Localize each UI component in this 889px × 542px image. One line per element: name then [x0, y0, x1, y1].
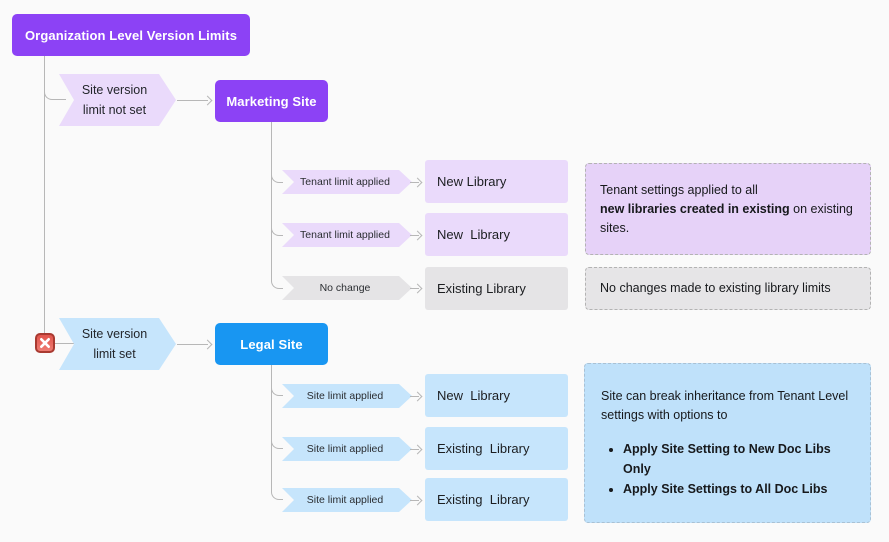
library-node-existing[interactable]: Existing Library	[425, 267, 568, 310]
org-version-limits-node[interactable]: Organization Level Version Limits	[12, 14, 250, 56]
arrowhead-icon	[202, 95, 213, 106]
connector-elbow	[271, 170, 283, 183]
note-line: Tenant settings applied to all	[600, 182, 758, 197]
connector-stub	[55, 343, 81, 344]
note-text: Tenant settings applied to all new libra…	[600, 181, 856, 238]
arrowhead-icon	[202, 339, 213, 350]
connector-elbow	[271, 383, 283, 396]
arrowhead-icon	[412, 283, 423, 294]
arrowhead-icon	[412, 177, 423, 188]
connector-elbow	[271, 487, 283, 500]
connector-row	[410, 182, 419, 183]
tag-chevron-site-limit-3[interactable]: Site limit applied	[282, 488, 412, 512]
arrowhead-icon	[412, 391, 423, 402]
condition-line: Site version	[81, 327, 148, 341]
arrowhead-icon	[412, 230, 423, 241]
connector-legal-trunk	[271, 365, 272, 491]
tag-chevron-tenant-limit-1[interactable]: Tenant limit applied	[282, 170, 412, 194]
connector-to-legal	[177, 344, 208, 345]
arrowhead-icon	[412, 495, 423, 506]
note-bullet: Apply Site Settings to All Doc Libs	[623, 479, 854, 499]
library-node-site-new[interactable]: New Library	[425, 374, 568, 417]
tag-chevron-tenant-limit-2[interactable]: Tenant limit applied	[282, 223, 412, 247]
connector-row	[410, 500, 419, 501]
condition-chevron-tenant[interactable]: Site version limit not set	[59, 74, 176, 126]
note-card-no-change[interactable]: No changes made to existing library limi…	[585, 267, 871, 310]
marketing-site-node[interactable]: Marketing Site	[215, 80, 328, 122]
connector-row	[410, 396, 419, 397]
condition-line: limit not set	[82, 103, 147, 117]
legal-site-node[interactable]: Legal Site	[215, 323, 328, 365]
library-node-new-1[interactable]: New Library	[425, 160, 568, 203]
tag-chevron-site-limit-2[interactable]: Site limit applied	[282, 437, 412, 461]
connector-elbow	[271, 223, 283, 236]
note-bold-text: new libraries created in existing	[600, 201, 790, 216]
connector-elbow-tenant	[44, 85, 66, 100]
condition-chevron-site[interactable]: Site version limit set	[59, 318, 176, 370]
note-text: No changes made to existing library limi…	[600, 281, 831, 295]
connector-trunk	[44, 56, 45, 334]
connector-elbow	[271, 276, 283, 289]
arrowhead-icon	[412, 444, 423, 455]
connector-elbow	[271, 436, 283, 449]
connector-row	[410, 288, 419, 289]
cross-mark-icon	[35, 333, 55, 353]
tag-chevron-site-limit-1[interactable]: Site limit applied	[282, 384, 412, 408]
library-node-site-existing-1[interactable]: Existing Library	[425, 427, 568, 470]
note-bullet: Apply Site Setting to New Doc Libs Only	[623, 439, 854, 479]
note-card-site-inheritance[interactable]: Site can break inheritance from Tenant L…	[584, 363, 871, 523]
note-text: Site can break inheritance from Tenant L…	[601, 389, 849, 422]
note-line: on existing sites.	[600, 201, 853, 235]
note-card-tenant-settings[interactable]: Tenant settings applied to all new libra…	[585, 163, 871, 255]
connector-row	[410, 235, 419, 236]
note-bullet-list: Apply Site Setting to New Doc Libs Only …	[601, 439, 854, 499]
connector-marketing-trunk	[271, 122, 272, 280]
connector-row	[410, 449, 419, 450]
condition-line: Site version	[81, 83, 148, 97]
connector-to-marketing	[177, 100, 208, 101]
tag-chevron-no-change[interactable]: No change	[282, 276, 412, 300]
library-node-new-2[interactable]: New Library	[425, 213, 568, 256]
library-node-site-existing-2[interactable]: Existing Library	[425, 478, 568, 521]
condition-line: limit set	[93, 347, 136, 361]
